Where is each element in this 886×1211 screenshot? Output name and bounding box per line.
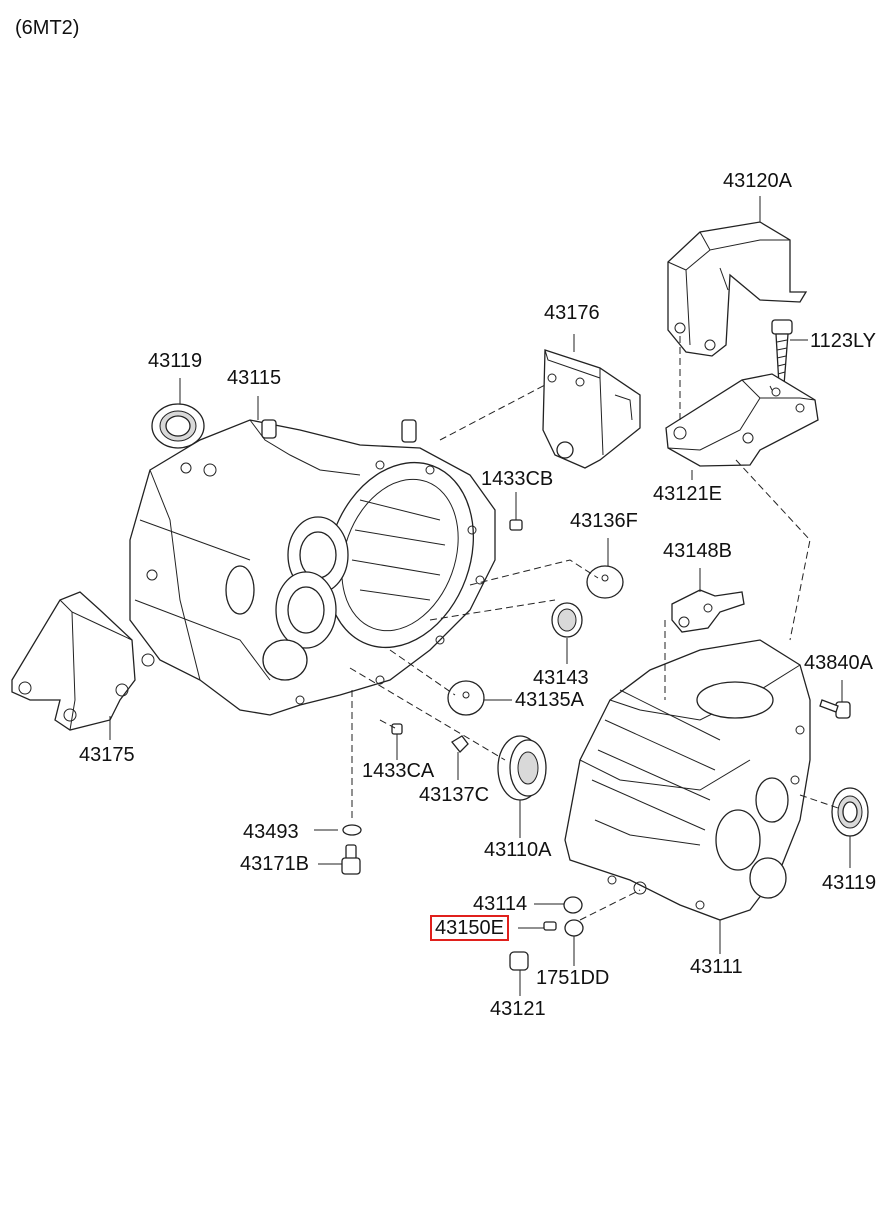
bracket-43121e (665, 373, 819, 467)
bracket-43120a (667, 221, 808, 357)
part-label-43114[interactable]: 43114 (473, 893, 528, 915)
part-label-43148b[interactable]: 43148B (663, 540, 732, 562)
part-label-43115[interactable]: 43115 (227, 367, 282, 389)
shim-43135a (447, 680, 485, 716)
part-label-43135a[interactable]: 43135A (515, 689, 584, 711)
part-label-43136f[interactable]: 43136F (570, 510, 638, 532)
bolt-43840a (819, 699, 851, 719)
part-label-1433ca[interactable]: 1433CA (362, 760, 435, 782)
dowel-1433cb (509, 519, 523, 531)
part-label-43121[interactable]: 43121 (490, 998, 546, 1020)
part-label-43493[interactable]: 43493 (243, 821, 299, 843)
part-label-43150e-highlighted[interactable]: 43150E (430, 915, 509, 941)
washer-43493 (342, 824, 362, 836)
part-label-43111[interactable]: 43111 (690, 956, 743, 978)
gasket-1751dd (564, 919, 584, 937)
clip-43137c (451, 735, 469, 753)
leader-lines (109, 196, 851, 996)
oil-seal-43119-left (151, 403, 205, 449)
part-label-43171b[interactable]: 43171B (240, 853, 309, 875)
part-label-43143[interactable]: 43143 (533, 667, 589, 689)
part-label-1433cb[interactable]: 1433CB (481, 468, 554, 490)
variant-label: (6MT2) (15, 17, 80, 39)
switch-43171b (341, 844, 361, 875)
dowel-1433ca (391, 723, 403, 735)
part-label-43176[interactable]: 43176 (544, 302, 600, 324)
part-label-43840a[interactable]: 43840A (804, 652, 873, 674)
part-label-43137c[interactable]: 43137C (419, 784, 490, 806)
bracket-43148b (671, 589, 745, 633)
gasket-43114 (563, 896, 583, 914)
part-label-43121e[interactable]: 43121E (653, 483, 722, 505)
part-label-43119-left[interactable]: 43119 (148, 350, 203, 372)
seal-43143 (551, 602, 583, 638)
part-label-1751dd[interactable]: 1751DD (536, 967, 610, 989)
mount-bracket-43175 (11, 591, 136, 731)
part-label-43110a[interactable]: 43110A (484, 839, 552, 861)
part-label-43175[interactable]: 43175 (79, 744, 135, 766)
bracket-43176 (542, 349, 641, 469)
clutch-housing-43111 (564, 639, 811, 921)
bolt-43150e (543, 921, 557, 931)
bearing-43110a (497, 735, 547, 801)
part-label-43120a[interactable]: 43120A (723, 170, 792, 192)
part-label-1123ly[interactable]: 1123LY (810, 330, 876, 352)
transaxle-case-43115 (129, 419, 496, 716)
oil-seal-43119-right (831, 787, 869, 837)
plug-43121 (509, 951, 529, 971)
part-label-43119-right[interactable]: 43119 (822, 872, 877, 894)
shim-43136f (586, 565, 624, 599)
